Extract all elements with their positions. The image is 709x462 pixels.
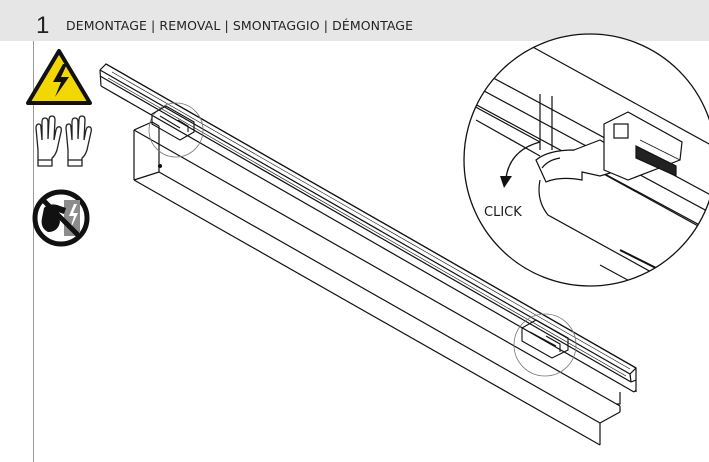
luminaire-body	[133, 121, 621, 446]
left-connector	[148, 102, 204, 169]
left-margin-rule	[33, 41, 34, 462]
electrical-hazard-icon	[26, 49, 92, 105]
step-number: 1	[36, 12, 50, 39]
gloves-icon	[35, 115, 92, 167]
detail-zoom	[463, 33, 709, 287]
right-connector	[513, 313, 577, 377]
no-touch-live-parts-icon	[32, 189, 90, 247]
step-title: DEMONTAGE | REMOVAL | SMONTAGGIO | DÉMON…	[66, 18, 414, 33]
click-label: CLICK	[484, 205, 522, 220]
